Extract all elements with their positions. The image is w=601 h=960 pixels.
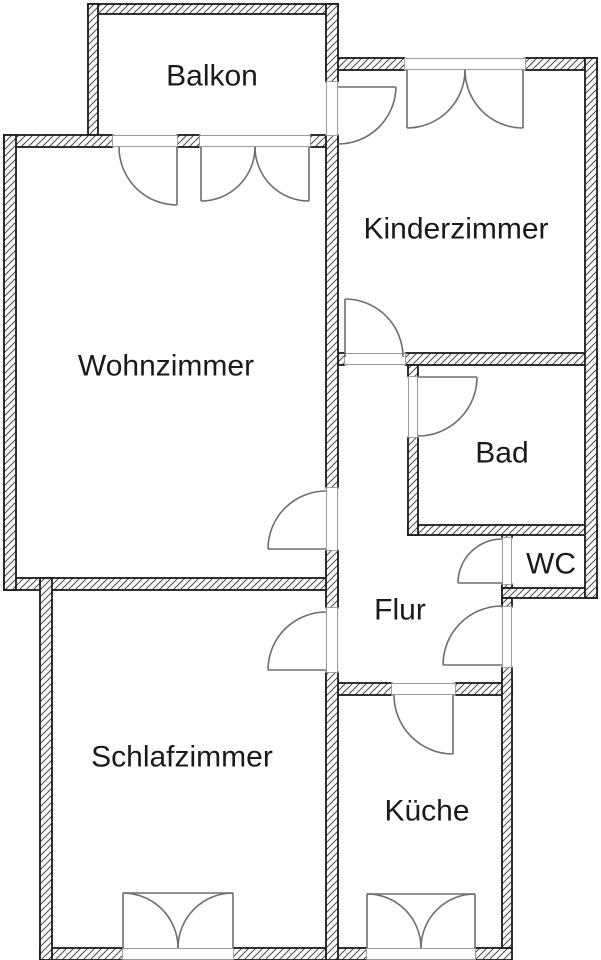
schlafzimmer-window-swing-arc bbox=[177, 892, 234, 949]
center-wall-between-doors bbox=[325, 549, 339, 609]
balkon-left-wall bbox=[87, 3, 99, 136]
wohnzimmer-balcony-door-swing-arc bbox=[118, 146, 178, 206]
balkon-kinderzimmer-door-swing-arc bbox=[337, 86, 397, 145]
door-kinderzimmer-french-window bbox=[406, 69, 524, 129]
room-label-wohnzimmer: Wohnzimmer bbox=[78, 350, 254, 383]
top-wall-left bbox=[3, 134, 114, 148]
room-label-schlafzimmer: Schlafzimmer bbox=[91, 741, 273, 774]
door-schlafzimmer-door bbox=[267, 611, 327, 671]
door-entrance-door bbox=[442, 605, 503, 666]
door-wc-door bbox=[457, 538, 503, 584]
center-wall-mid bbox=[325, 134, 339, 489]
kueche-window-opening bbox=[366, 947, 476, 960]
room-label-flur: Flur bbox=[374, 594, 426, 627]
room-label-kueche: Küche bbox=[384, 795, 469, 828]
doors-layer bbox=[118, 69, 524, 755]
schlafzimmer-left-wall bbox=[39, 577, 53, 960]
kueche-window-swing-arc bbox=[366, 893, 422, 949]
left-outer-wall bbox=[3, 134, 17, 591]
kinderzimmer-french-window-swing-arc bbox=[464, 69, 524, 129]
wohnzimmer-balcony-french-door-swing-arc bbox=[200, 146, 256, 202]
room-label-bad: Bad bbox=[475, 437, 528, 470]
bottom-wall-mid bbox=[232, 947, 368, 960]
schlafzimmer-door-opening bbox=[325, 607, 339, 673]
door-wohnzimmer-balcony-door bbox=[118, 146, 178, 206]
balkon-top-wall bbox=[87, 3, 339, 15]
wohnzimmer-door-swing-arc bbox=[267, 490, 327, 550]
kinderzimmer-window-opening bbox=[404, 57, 526, 71]
door-wohnzimmer-balcony-french-door bbox=[200, 146, 310, 202]
wc-left-wall-bottom bbox=[501, 583, 513, 589]
kinderzimmer-bottom-stub bbox=[337, 352, 346, 366]
window-kueche-window bbox=[366, 893, 476, 949]
kinderzimmer-french-window-swing-arc bbox=[406, 69, 466, 129]
bottom-wall-right bbox=[474, 947, 513, 960]
bad-bottom-wall bbox=[407, 524, 598, 536]
door-bad-door bbox=[417, 376, 478, 437]
right-wall-stub bbox=[501, 597, 513, 608]
windows-layer bbox=[122, 892, 476, 949]
balcony-door-opening bbox=[112, 134, 178, 148]
wc-door-opening bbox=[501, 537, 513, 585]
room-label-kinderzimmer: Kinderzimmer bbox=[363, 213, 548, 246]
top-wall-mid-pier bbox=[176, 134, 201, 148]
entrance-door-swing-arc bbox=[442, 605, 503, 666]
schlafzimmer-window-opening bbox=[122, 947, 234, 960]
kueche-right-wall bbox=[501, 666, 513, 949]
wc-door-swing-arc bbox=[457, 538, 503, 584]
openings-layer bbox=[112, 57, 526, 960]
bad-left-wall-top bbox=[407, 364, 419, 378]
door-kinderzimmer-door bbox=[344, 298, 404, 358]
window-schlafzimmer-window bbox=[122, 892, 234, 949]
kueche-door-swing-arc bbox=[393, 694, 454, 755]
wohnzimmer-bottom-wall bbox=[3, 577, 339, 591]
center-wall-top bbox=[325, 3, 339, 83]
bad-door-opening bbox=[407, 376, 419, 438]
wc-bottom-wall bbox=[501, 587, 598, 599]
walls-layer bbox=[3, 3, 598, 960]
kinderzimmer-door-opening bbox=[344, 352, 406, 366]
room-label-balkon: Balkon bbox=[166, 60, 258, 93]
door-wohnzimmer-door bbox=[267, 490, 327, 550]
schlafzimmer-window-swing-arc bbox=[122, 892, 179, 949]
kinderzimmer-bottom-wall bbox=[404, 352, 598, 366]
room-label-wc: WC bbox=[526, 548, 576, 581]
bad-door-swing-arc bbox=[417, 376, 478, 437]
wohnzimmer-door-opening bbox=[325, 487, 339, 551]
bad-left-wall-bottom bbox=[407, 436, 419, 536]
center-wall-bottom bbox=[325, 671, 339, 960]
door-balkon-kinderzimmer-door bbox=[337, 86, 397, 145]
entrance-door-opening bbox=[501, 606, 513, 668]
kinderzimmer-door-swing-arc bbox=[344, 298, 404, 358]
door-kueche-door bbox=[393, 694, 454, 755]
wohnzimmer-balcony-french-door-swing-arc bbox=[254, 146, 310, 202]
balkon-kinderzimmer-opening bbox=[325, 81, 339, 136]
kueche-door-opening bbox=[391, 682, 456, 696]
right-outer-wall bbox=[584, 57, 598, 599]
schlafzimmer-door-swing-arc bbox=[267, 611, 327, 671]
balcony-french-door-opening bbox=[199, 134, 311, 148]
kueche-window-swing-arc bbox=[420, 893, 476, 949]
